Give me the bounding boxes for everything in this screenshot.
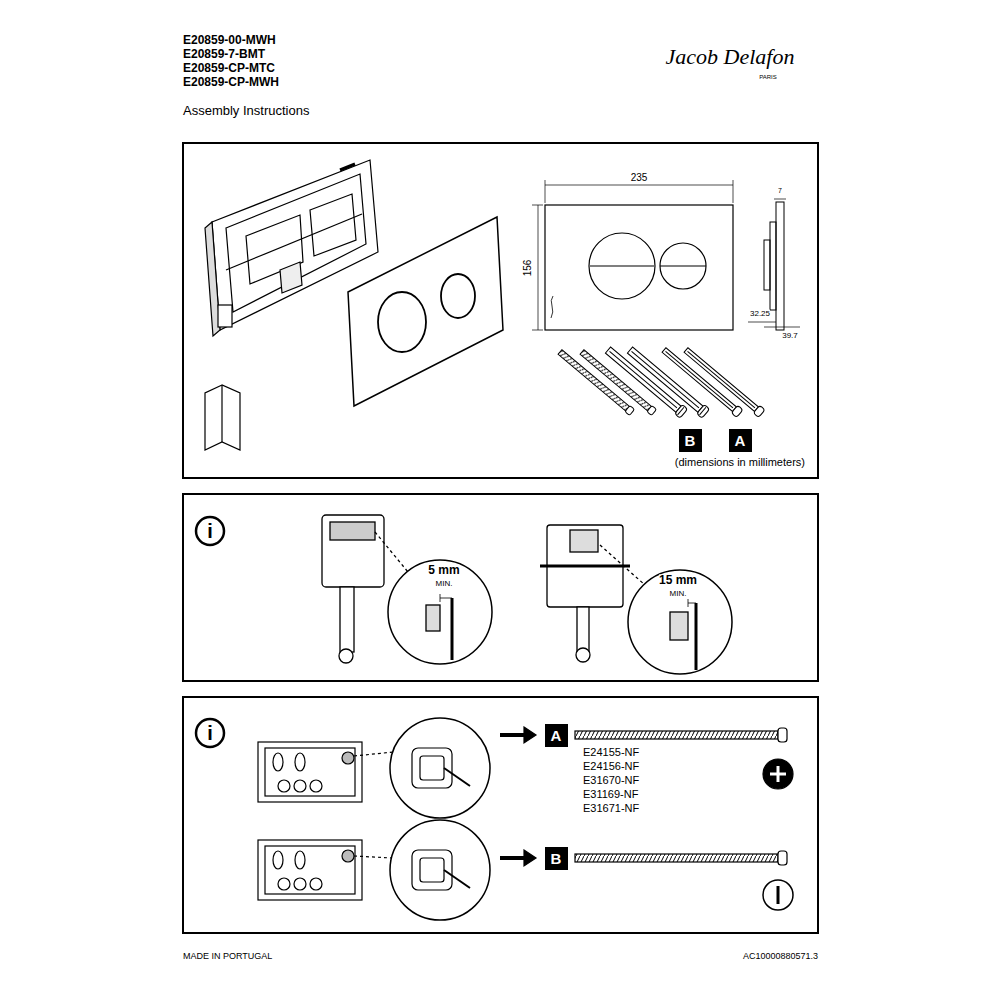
part-number: E24155-NF — [583, 746, 639, 758]
letter-badge: B — [679, 429, 702, 452]
model-code: E20859-CP-MTC — [183, 62, 275, 75]
letter-badge: B — [545, 847, 568, 870]
badge-letter: A — [735, 433, 746, 448]
info-icon: i — [194, 515, 226, 547]
origin-note: MADE IN PORTUGAL — [183, 952, 272, 962]
clearance-note: MIN. — [670, 590, 687, 599]
badge-letter: A — [551, 728, 562, 743]
badge-letter: B — [685, 433, 696, 448]
dimension: 39.7 — [782, 332, 798, 341]
cistern — [322, 515, 492, 664]
clearance-note: MIN. — [436, 580, 453, 589]
part-number: E24156-NF — [583, 760, 639, 772]
screw-set — [557, 345, 765, 418]
front-view — [532, 180, 733, 330]
letter-badge: A — [545, 724, 568, 747]
panel-frame — [183, 494, 818, 681]
side-view — [748, 199, 800, 330]
part-number: E31670-NF — [583, 774, 639, 786]
flush-plate — [348, 217, 503, 406]
model-code: E20859-00-MWH — [183, 34, 276, 47]
dimension: 32.25 — [750, 310, 770, 319]
dimension: 7 — [778, 187, 782, 195]
letter-badge: A — [729, 429, 752, 452]
units-note: (dimensions in millimeters) — [675, 456, 805, 468]
document-title: Assembly Instructions — [183, 104, 309, 118]
frame-detail — [258, 718, 793, 818]
cistern — [540, 525, 732, 674]
clearance: 5 mm — [428, 564, 459, 577]
dimension: 156 — [522, 260, 533, 277]
part-number: E31671-NF — [583, 802, 639, 814]
frame-detail — [258, 820, 793, 920]
brand-logo: Jacob Delafon — [666, 45, 795, 69]
clearance: 15 mm — [659, 574, 697, 587]
booklet — [205, 385, 240, 450]
info-letter: i — [207, 521, 213, 541]
part-number: E31169-NF — [583, 788, 638, 800]
badge-letter: B — [551, 851, 562, 866]
model-code: E20859-CP-MWH — [183, 76, 279, 89]
panel-frame — [183, 143, 818, 478]
brand-city: PARIS — [759, 74, 777, 81]
info-ring — [196, 719, 224, 747]
info-letter: i — [207, 723, 213, 743]
info-icon: i — [194, 717, 226, 749]
document-code: AC10000880571.3 — [743, 952, 818, 962]
info-ring — [196, 517, 224, 545]
panel-frame — [183, 697, 818, 933]
model-code: E20859-7-BMT — [183, 48, 265, 61]
dimension: 235 — [631, 172, 648, 183]
